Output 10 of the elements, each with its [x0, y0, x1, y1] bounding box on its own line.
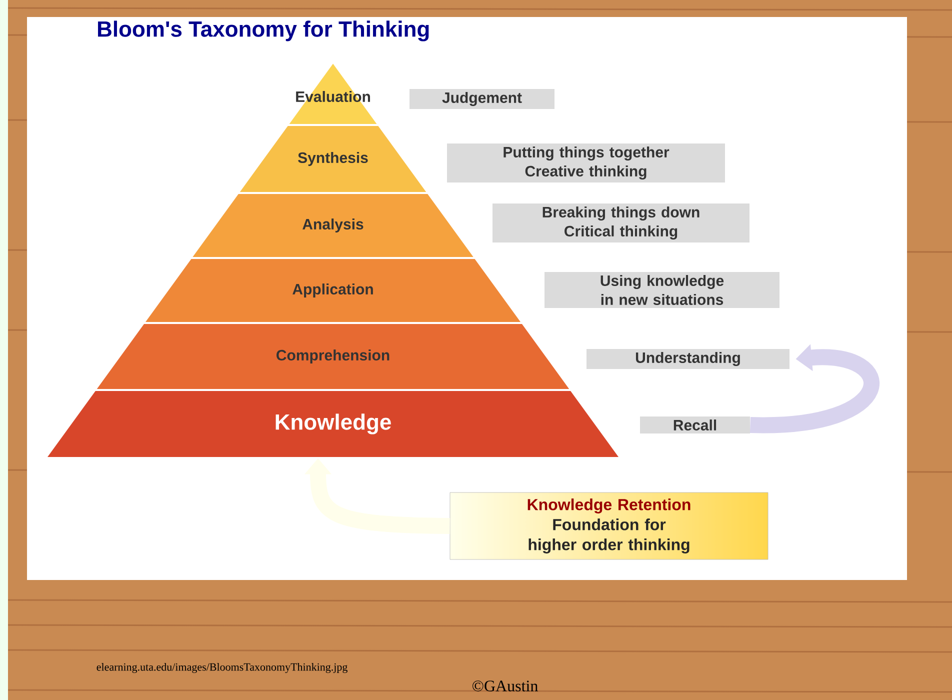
title: Bloom's Taxonomy for Thinking — [98, 20, 429, 42]
description-bar: Using knowledge in new situations — [544, 272, 780, 308]
copyright-note: ©GAustin — [472, 680, 538, 692]
source-url: elearning.uta.edu/images/BloomsTaxonomyThinking.jpg — [96, 663, 348, 673]
callout-box: Knowledge Retention Foundation for higher order thinking — [450, 492, 768, 560]
description-bar: Understanding — [586, 348, 790, 370]
description-bar: Putting things together Creative thinking — [447, 143, 725, 183]
description-bar: Recall — [640, 416, 750, 434]
description-bar: Breaking things down Critical thinking — [492, 203, 750, 243]
description-bar: Judgement — [410, 88, 554, 110]
